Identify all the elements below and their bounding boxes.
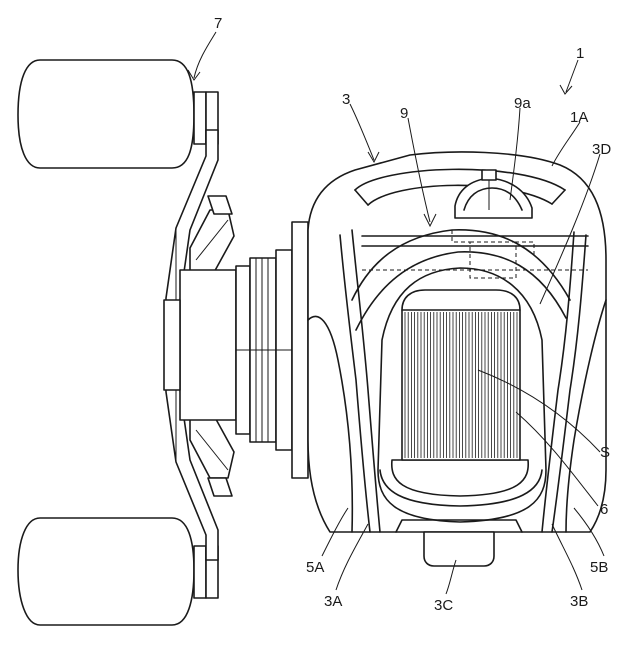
label-3A: 3A xyxy=(324,593,342,610)
label-1: 1 xyxy=(576,45,584,62)
arrow-3 xyxy=(368,152,379,162)
label-9: 9 xyxy=(400,105,408,122)
label-3B: 3B xyxy=(570,593,588,610)
arrow-1 xyxy=(560,85,572,94)
label-5B: 5B xyxy=(590,559,608,576)
label-5A: 5A xyxy=(306,559,324,576)
leader-1 xyxy=(566,60,578,92)
leader-7 xyxy=(194,32,216,78)
handle-shaft-top xyxy=(194,92,206,144)
leader-3A xyxy=(336,524,368,590)
handle-knob-bottom xyxy=(18,518,194,625)
label-7: 7 xyxy=(214,15,222,32)
foot-3C xyxy=(424,532,494,566)
leader-3B xyxy=(552,524,582,590)
label-3C: 3C xyxy=(434,597,453,614)
spool-S xyxy=(402,290,520,460)
label-3D: 3D xyxy=(592,141,611,158)
side-cylinder xyxy=(236,222,308,478)
label-6: 6 xyxy=(600,501,608,518)
handle-knob-top xyxy=(18,60,194,168)
leader-1A xyxy=(552,122,580,166)
leader-3 xyxy=(350,104,374,160)
label-1A: 1A xyxy=(570,109,588,126)
handle-shaft-bottom xyxy=(194,546,206,598)
label-9a: 9a xyxy=(514,95,531,112)
label-3: 3 xyxy=(342,91,350,108)
label-S: S xyxy=(600,444,610,461)
